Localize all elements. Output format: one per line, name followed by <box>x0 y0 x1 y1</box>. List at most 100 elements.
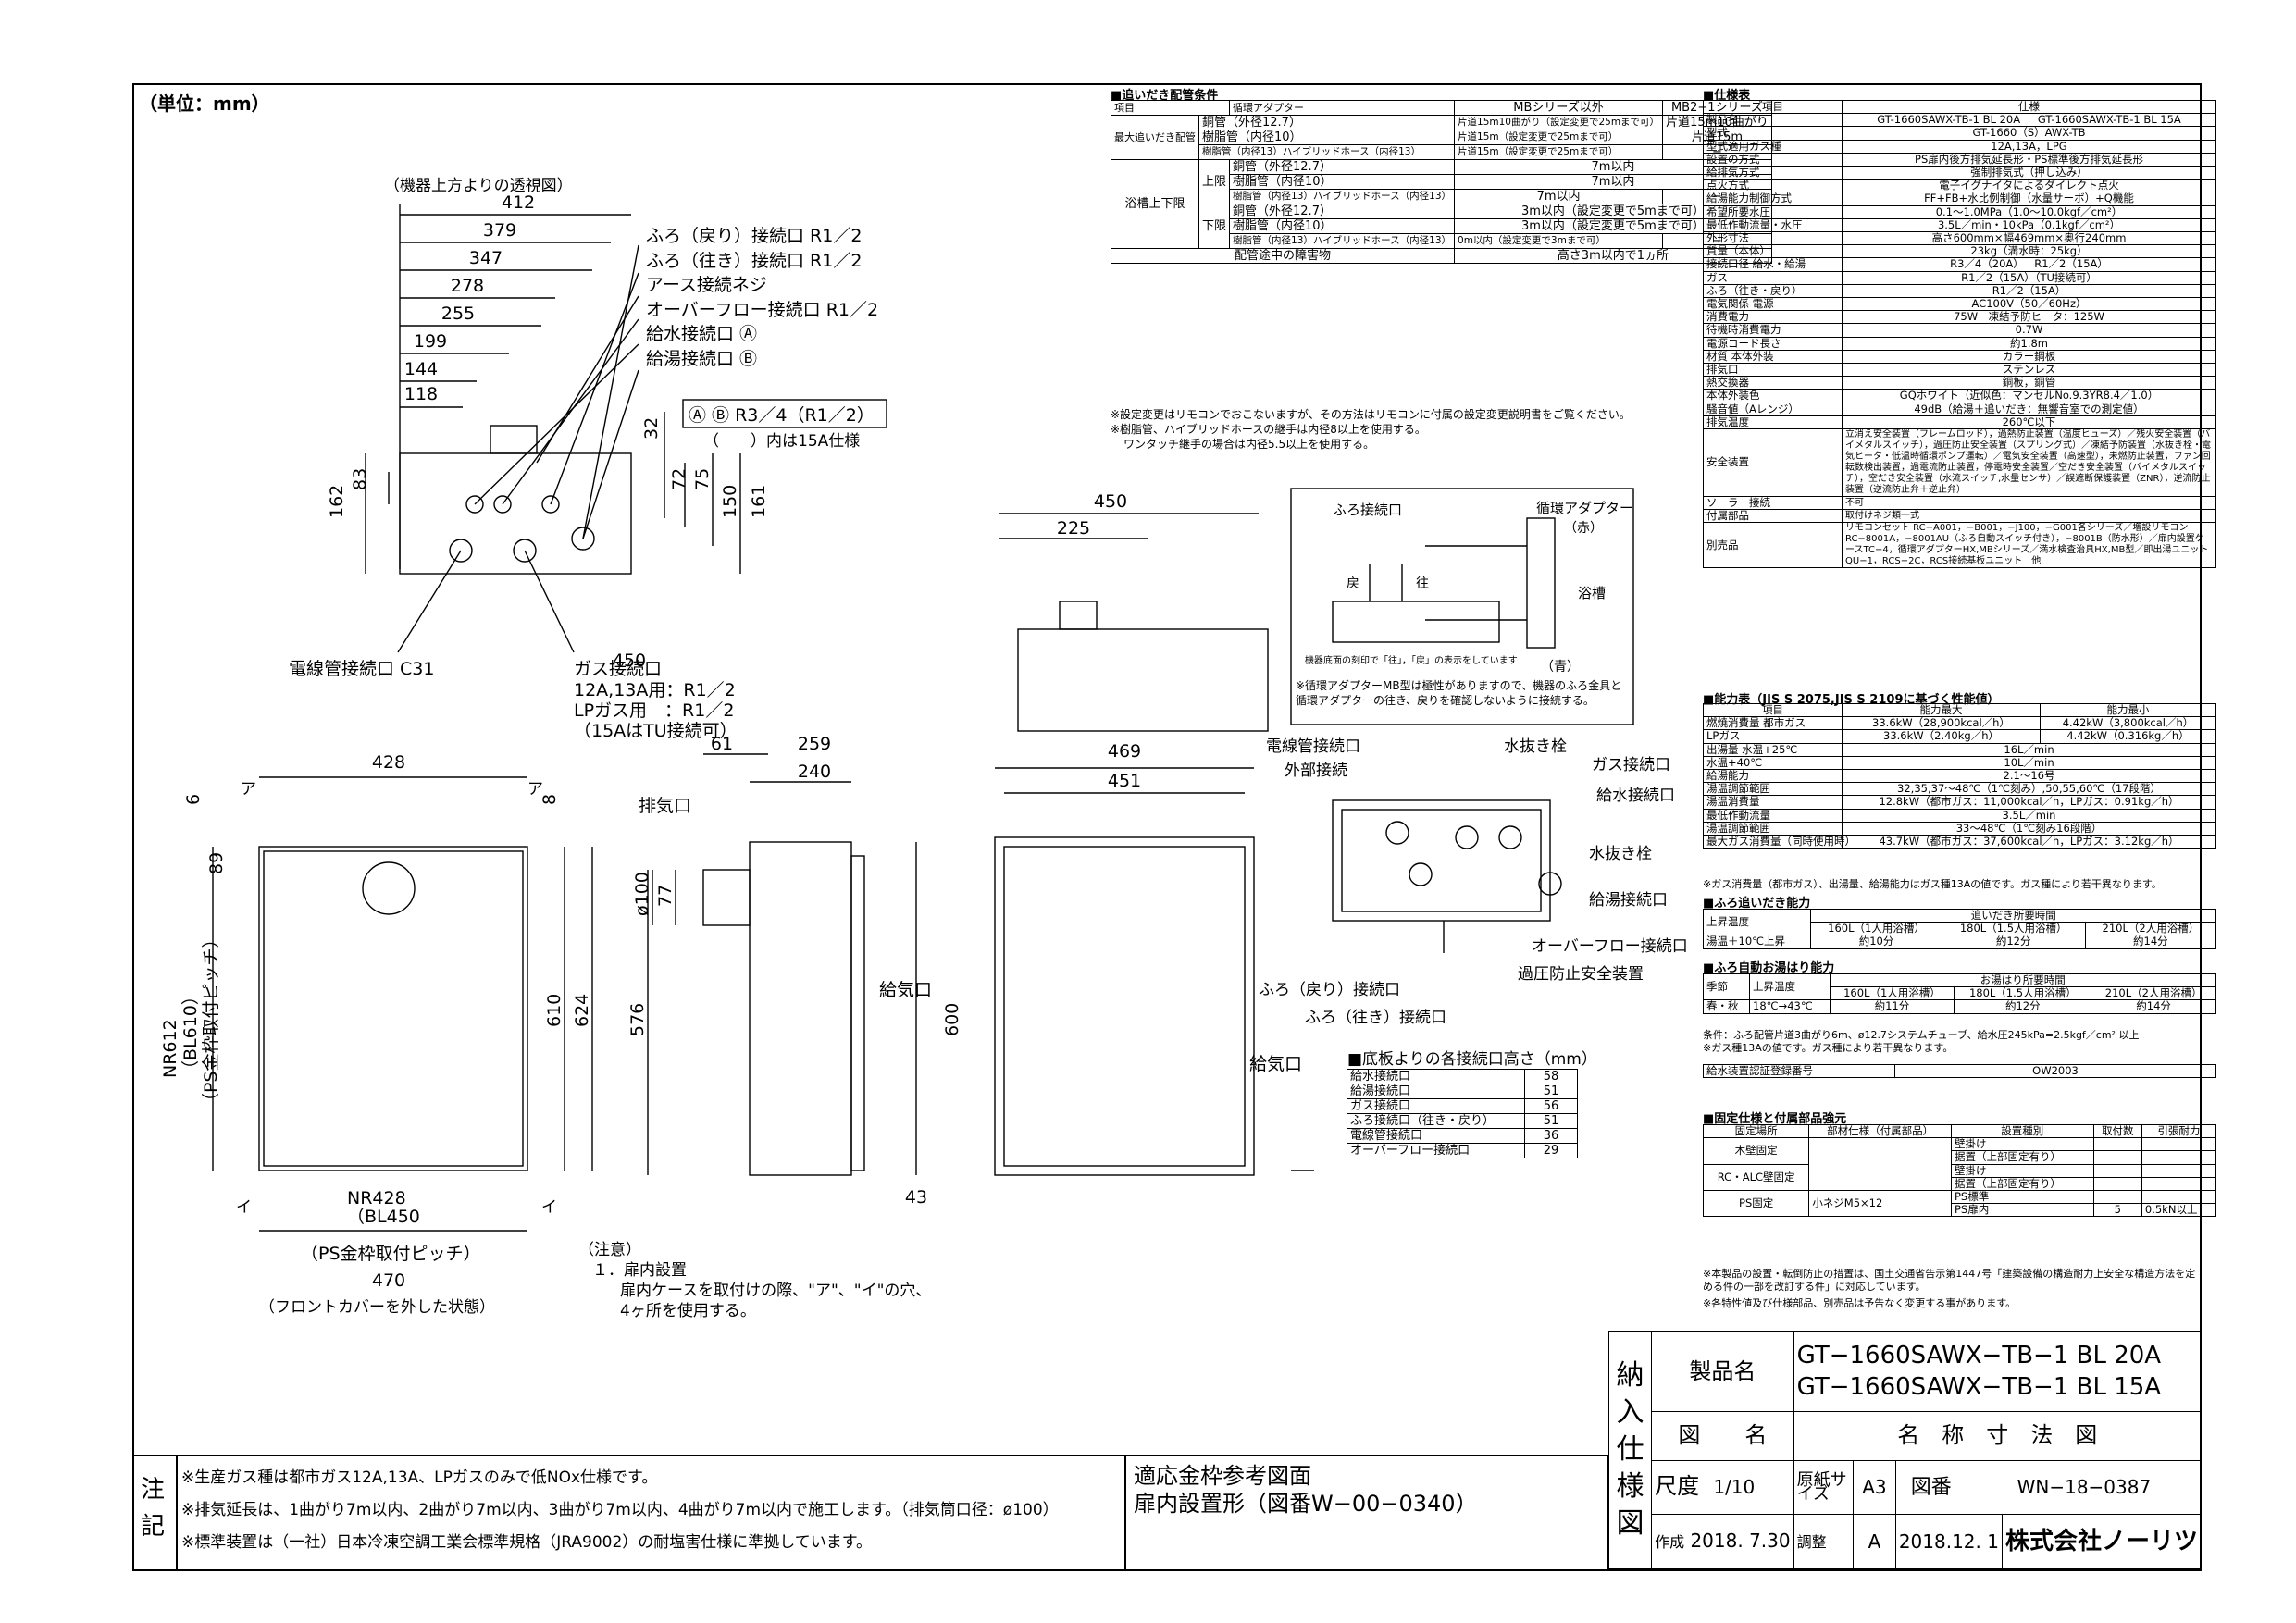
spec-label: 給湯能力制御方式 <box>1703 192 1843 206</box>
tb-product-label: 製品名 <box>1651 1330 1794 1413</box>
ability-value: 33〜48℃（1℃刻み16段階） <box>1842 821 2216 836</box>
tb-paper: A3 <box>1853 1459 1896 1516</box>
ht-label-furo: ふろ接続口（往き・戻り） <box>1347 1113 1525 1129</box>
pc-head-adapter: 循環アダプター <box>1229 100 1456 116</box>
pc-r0-mb: 片道15m10曲がり（設定変更で25mまで可） <box>1454 115 1664 130</box>
tb-scale: 1/10 <box>1713 1476 1756 1499</box>
tb-company: 株式会社ノーリツ <box>2001 1514 2203 1569</box>
dim-624: 624 <box>572 994 592 1027</box>
callout-furo-return: ふろ（戻り）接続口 R1／2 <box>646 226 863 246</box>
auto-title: ■ふろ自動お湯はり能力 <box>1703 961 1835 975</box>
au-col-210: 210L（2人用浴槽） <box>2091 986 2216 1001</box>
fx-r2-type: 壁掛け <box>1950 1163 2094 1178</box>
piping-stamp-note: 機器底面の刻印で「往」，「戻」の表示をしています <box>1305 656 1518 666</box>
bv-overflow: オーバーフロー接続口 <box>1532 937 1688 956</box>
ability-note: ※ガス消費量（都市ガス）、出湯量、給湯能力はガス種13Aの値です。ガス種により若… <box>1703 878 2162 890</box>
spec-label: 待機時消費電力 <box>1703 323 1843 338</box>
piping-return-label: 戻 <box>1347 576 1359 591</box>
spec-value: 23kg（満水時：25kg） <box>1842 244 2216 259</box>
dim-610: 610 <box>544 994 565 1027</box>
tb-scale-label: 尺度 <box>1655 1473 1700 1500</box>
spec-value: 260℃以下 <box>1842 415 2216 430</box>
tb-scale-cell: 尺度 1/10 <box>1651 1459 1794 1516</box>
spec-label: 項目 <box>1703 99 1843 115</box>
exhaust-port-label: 排気口 <box>639 796 692 816</box>
marker-i-right: イ <box>541 1198 557 1217</box>
label-nr428: NR428 <box>347 1188 406 1208</box>
dim-6: 6 <box>183 794 204 805</box>
tb-made-label: 作成 <box>1655 1533 1685 1552</box>
notes-title: （注意） <box>578 1241 641 1259</box>
spec-title: ■仕様表 <box>1703 89 1751 103</box>
dim-225: 225 <box>1057 518 1090 539</box>
ability-label: 湯温調節範囲 <box>1703 821 1843 836</box>
bv-relief: 過圧防止安全装置 <box>1518 965 1644 984</box>
ability-label: 給湯能力 <box>1703 769 1843 784</box>
ht-label-elec: 電線管接続口 <box>1347 1128 1525 1144</box>
nr428-labels: NR428 （BL450 <box>347 1189 420 1226</box>
bv-external: 外部接続 <box>1285 762 1347 780</box>
dim-162: 162 <box>327 485 347 518</box>
dim-576: 576 <box>627 1003 648 1036</box>
tb-no-label: 図番 <box>1894 1459 1967 1516</box>
spec-label: 付属部品 <box>1703 509 1843 524</box>
pc-note-1: ※樹脂管、ハイブリッドホースの継手は内径8以上を使用する。 <box>1111 423 1426 436</box>
footer-note-2: ※標準装置は（一社）日本冷凍空調工業会標準規格（JRA9002）の耐塩害仕様に準… <box>181 1533 873 1552</box>
dim-470: 470 <box>372 1270 405 1291</box>
spec-value: カラー鋼板 <box>1842 349 2216 365</box>
piping-bath-label: 浴槽 <box>1578 585 1607 601</box>
pc-r7-val: 3m以内（設定変更で5mまで可） <box>1454 218 1772 234</box>
spec-label: 材質 本体外装 <box>1703 349 1843 365</box>
footer-ref: 適応金枠参考図面 扉内設置形（図番W−00−0340） <box>1134 1462 1478 1518</box>
dim-469: 469 <box>1108 741 1141 762</box>
au-head-time: お湯はり所要時間 <box>1829 973 2217 988</box>
spec-value: R1／2（15A）（TU接続可） <box>1842 270 2216 285</box>
dim-161: 161 <box>749 485 769 518</box>
ability-label: 最低作動流量 <box>1703 808 1843 823</box>
rh-col-210: 210L（2人用浴槽） <box>2084 922 2217 936</box>
ht-val-overflow: 29 <box>1524 1143 1578 1158</box>
dim-118: 118 <box>404 384 438 404</box>
spec-label: 型式適用ガス種 <box>1703 139 1843 154</box>
dim-379: 379 <box>483 220 516 241</box>
dim-347: 347 <box>469 248 503 268</box>
piping-furo-label: ふろ接続口 <box>1333 502 1403 518</box>
spec-label: 騒音値（Aレンジ） <box>1703 402 1843 416</box>
ht-val-hot: 51 <box>1524 1084 1578 1099</box>
spec-value: PS扉内後方排気延長形・PS標準後方排気延長形 <box>1842 152 2216 167</box>
spec-value: 立消え安全装置（フレームロッド），過熱防止装置（温度ヒューズ）／残火安全装置（バ… <box>1842 428 2216 498</box>
ht-label-water: 給水接続口 <box>1347 1069 1525 1084</box>
fx-wood: 木壁固定 <box>1702 1137 1810 1165</box>
fx-r4-type: PS標準 <box>1950 1190 2094 1205</box>
gas-line-tu: （15AはTU接続可） <box>574 721 738 741</box>
notes-line3: 4ヶ所を使用する。 <box>620 1302 756 1320</box>
spec-label: 設置の方式 <box>1703 152 1843 167</box>
label-ps-pitch-v: （PS金枠取付ピッチ） <box>201 930 221 1110</box>
spec-value: GT-1660（S）AWX-TB <box>1842 126 2216 141</box>
top-small-450: 450 <box>613 650 646 671</box>
intake-port-label-side: 給気口 <box>879 980 933 1000</box>
footer-ref-title: 適応金枠参考図面 <box>1134 1463 1311 1489</box>
ht-label-hot: 給湯接続口 <box>1347 1084 1525 1099</box>
fx-head-type: 設置種別 <box>1950 1123 2094 1139</box>
bv-furo-supply: ふろ（往き）接続口 <box>1305 1009 1446 1027</box>
au-val-160: 約11分 <box>1829 999 1955 1014</box>
pc-r8-pipe: 樹脂管（内径13）ハイブリッドホース（内径13） <box>1229 233 1456 249</box>
au-note-0: 条件：ふろ配管片道3曲がり6m、ø12.7システムチューブ、給水圧245kPa=… <box>1703 1029 2140 1041</box>
fx-r5-force: 0.5kN以上 <box>2141 1203 2217 1218</box>
au-season: 春・秋 <box>1702 999 1751 1014</box>
pc-r4-pipe: 樹脂管（内径10） <box>1229 174 1456 190</box>
spec-value: 49dB（給湯＋追いだき：無響音室での測定値） <box>1842 402 2216 416</box>
ht-val-elec: 36 <box>1524 1128 1578 1144</box>
piping-supply-label: 往 <box>1416 576 1429 591</box>
ability-value: 33.6kW（28,900kcal／h） <box>1842 716 2041 731</box>
pc-r2-pipe: 樹脂管（内径13）ハイブリッドホース（内径13） <box>1198 144 1456 160</box>
ht-label-gas: ガス接続口 <box>1347 1098 1525 1114</box>
dim-ø100: ø100 <box>632 872 652 916</box>
fx-note-0: ※本製品の設置・転倒防止の措置は、国土交通省告示第1447号「建築設備の構造耐力… <box>1703 1268 2196 1293</box>
unit-label: （単位：mm） <box>139 93 270 115</box>
au-head-temp: 上昇温度 <box>1749 973 1831 1001</box>
spec-label: 外形寸法 <box>1703 231 1843 246</box>
dim-240: 240 <box>798 762 831 782</box>
